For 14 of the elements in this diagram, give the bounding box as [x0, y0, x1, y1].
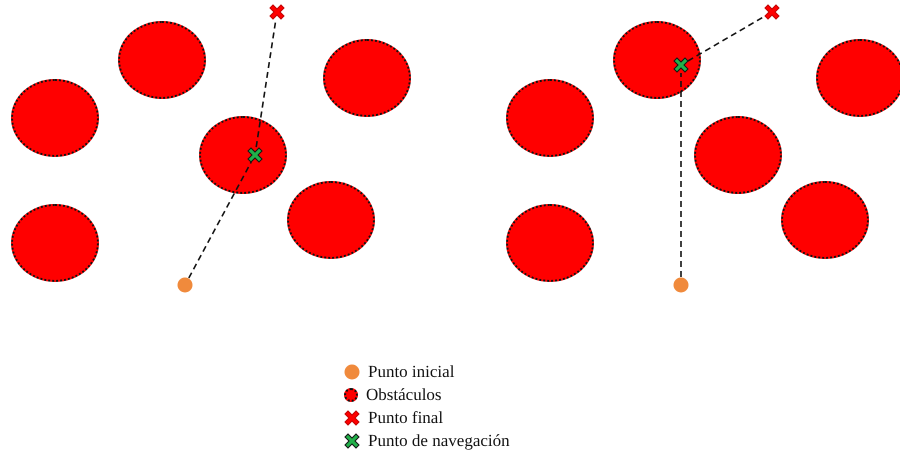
start-dot-icon — [177, 277, 193, 293]
cross-icon — [269, 4, 285, 20]
dashed-line — [688, 15, 766, 62]
legend-text: Punto de navegación — [368, 431, 510, 451]
legend-text: Punto inicial — [368, 362, 454, 382]
start-dot-icon — [673, 277, 689, 293]
cross-icon — [764, 4, 780, 20]
legend-text: Obstáculos — [366, 385, 442, 405]
dashed-line — [255, 20, 277, 148]
cross-icon — [247, 147, 263, 163]
dashed-line — [680, 73, 682, 277]
cross-icon — [673, 57, 689, 73]
dashed-line — [188, 162, 252, 278]
legend-text: Punto final — [368, 408, 444, 428]
